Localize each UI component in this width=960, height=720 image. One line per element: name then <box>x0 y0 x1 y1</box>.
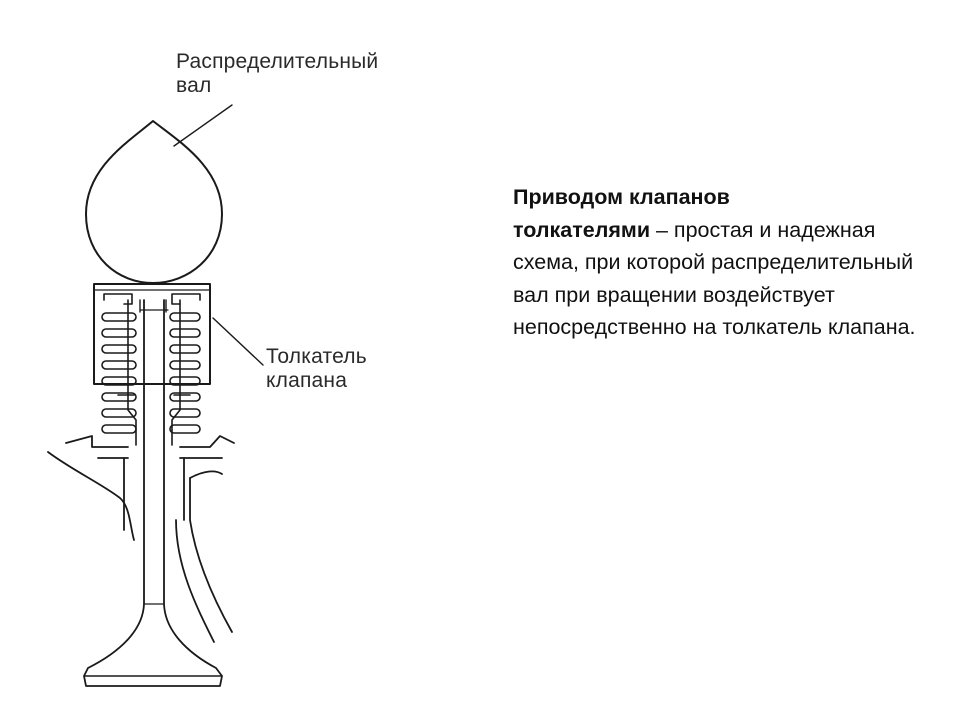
valve-lifter-label: Толкатель клапана <box>266 345 367 393</box>
cylinder-head <box>47 435 235 643</box>
description-body: – простая и надежная схема, при которой … <box>513 217 916 340</box>
camshaft-lobe <box>85 120 223 284</box>
description-bold-line1: Приводом клапанов <box>513 185 730 209</box>
description-paragraph: Приводом клапанов толкателями – простая и… <box>513 181 933 344</box>
camshaft-label-line1: Распределительный <box>176 50 379 73</box>
camshaft-label-line2: вал <box>176 74 212 97</box>
spring-retainer <box>117 299 191 446</box>
description-bold-line2: толкателями <box>513 217 651 242</box>
lifter-leader-line <box>212 317 264 366</box>
valve-spring <box>101 312 201 434</box>
lifter-label-line1: Толкатель <box>266 345 367 368</box>
valve <box>83 299 223 687</box>
lifter-label-line2: клапана <box>266 369 348 392</box>
camshaft-label: Распределительный вал <box>176 50 378 98</box>
camshaft-leader-line <box>173 104 233 147</box>
